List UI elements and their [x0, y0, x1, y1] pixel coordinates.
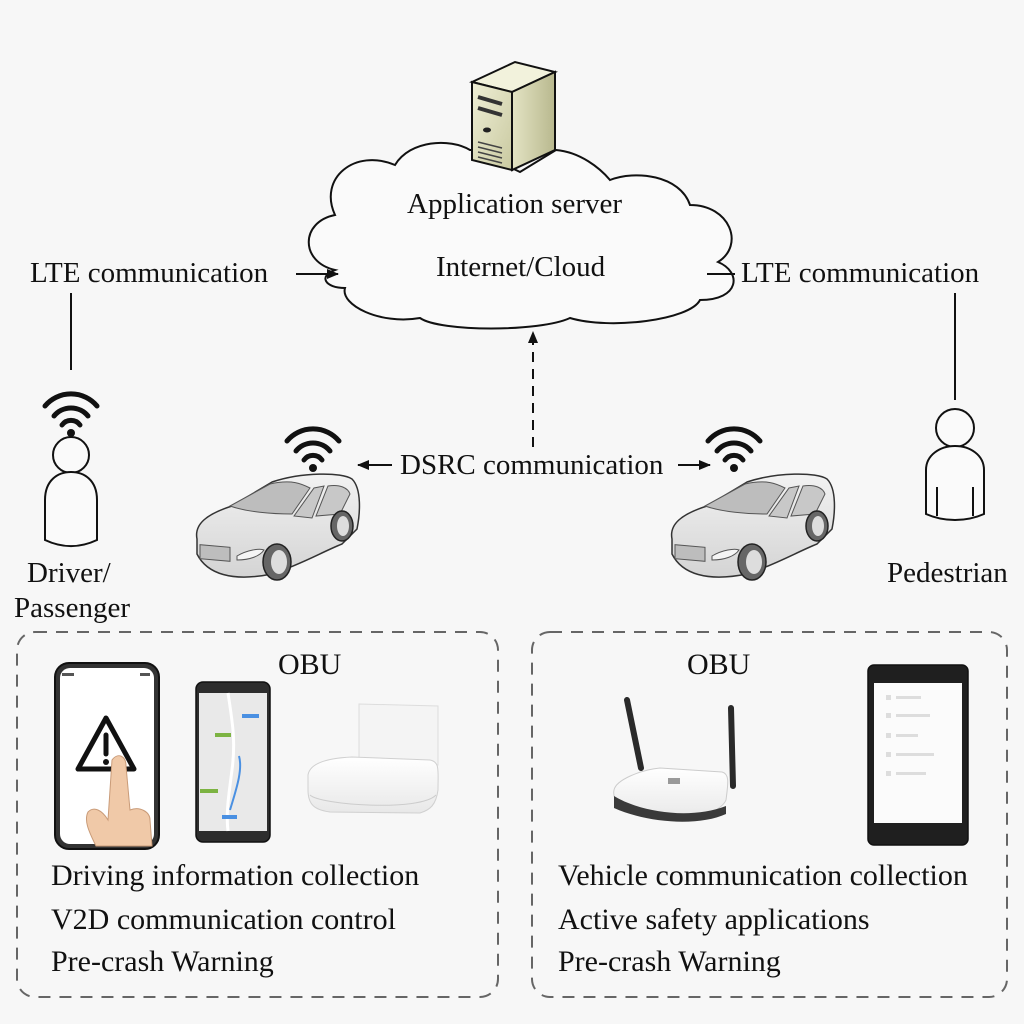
- dsrc-label: DSRC communication: [400, 449, 664, 481]
- vehicle-icon: [195, 473, 361, 581]
- obu-left-title: OBU: [278, 648, 342, 681]
- cloud-label: Internet/Cloud: [436, 251, 606, 283]
- obu-right-feature: Vehicle communication collection: [558, 859, 968, 892]
- pedestrian-person-icon: [925, 408, 985, 521]
- obu-box-device: [307, 703, 439, 814]
- obu-right-feature: Active safety applications: [558, 903, 870, 936]
- smartphone-warning-device: [54, 662, 160, 850]
- smartphone-map-device: [195, 681, 271, 843]
- smartphone-list-device: [867, 664, 969, 846]
- obu-left-feature: V2D communication control: [51, 903, 396, 936]
- driver-label-line1: Driver/: [27, 557, 111, 589]
- obu-left-panel: [16, 631, 499, 998]
- warning-icon: [75, 715, 137, 772]
- obu-left-feature: Driving information collection: [51, 859, 420, 892]
- wifi-icon: [284, 426, 342, 472]
- obu-left-feature: Pre-crash Warning: [51, 945, 274, 978]
- driver-label-line2: Passenger: [14, 592, 130, 624]
- driver-person-icon: [44, 436, 98, 547]
- vehicle-icon: [670, 473, 836, 581]
- lte-right-label: LTE communication: [741, 257, 980, 289]
- obu-right-title: OBU: [687, 648, 751, 681]
- server-label: Application server: [407, 188, 623, 220]
- pedestrian-label: Pedestrian: [887, 557, 1008, 589]
- cloud-shape: [307, 141, 735, 330]
- server-icon: [469, 60, 558, 172]
- router-obu-device: [613, 697, 736, 822]
- wifi-icon: [705, 426, 763, 472]
- finger-icon: [85, 755, 153, 847]
- obu-right-panel: [531, 631, 1008, 998]
- lte-left-label: LTE communication: [30, 257, 269, 289]
- obu-right-feature: Pre-crash Warning: [558, 945, 781, 978]
- wifi-icon: [42, 391, 100, 437]
